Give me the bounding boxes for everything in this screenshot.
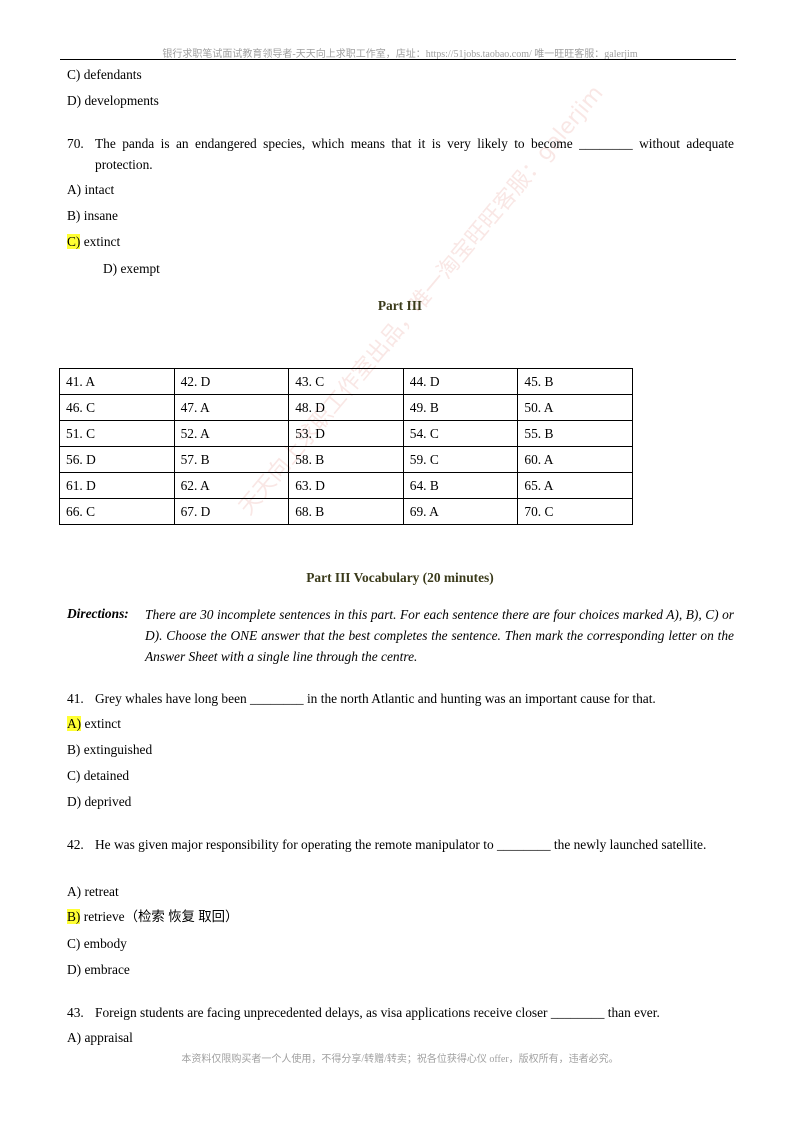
- question-70: 70. The panda is an endangered species, …: [67, 133, 734, 175]
- option-letter: A): [67, 1030, 82, 1045]
- table-cell: 46. C: [59, 394, 175, 421]
- vocabulary-section-title: Part III Vocabulary (20 minutes): [306, 570, 494, 585]
- q42-option-c: C) embody: [67, 936, 127, 952]
- table-cell: 49. B: [402, 394, 519, 421]
- question-41: 41. Grey whales have long been ________ …: [67, 688, 734, 709]
- question-text: Grey whales have long been ________ in t…: [95, 691, 656, 706]
- table-cell: 64. B: [402, 472, 519, 499]
- answer-highlight: A): [67, 716, 82, 731]
- option-letter: C): [67, 936, 81, 951]
- table-cell: 42. D: [173, 368, 290, 395]
- table-cell: 50. A: [517, 394, 633, 421]
- option-text: retrieve（检索 恢复 取回）: [80, 909, 239, 924]
- q43-option-a: A) appraisal: [67, 1030, 133, 1046]
- table-cell: 51. C: [59, 420, 175, 447]
- q70-option-b: B) insane: [67, 208, 118, 224]
- table-cell: 44. D: [402, 368, 519, 395]
- option-letter: D): [103, 261, 118, 276]
- option-text: extinct: [81, 716, 121, 731]
- option-letter: B): [67, 742, 81, 757]
- option-text: embody: [80, 936, 127, 951]
- part3-title: Part III: [377, 298, 423, 313]
- table-cell: 43. C: [288, 368, 404, 395]
- directions-label: Directions:: [67, 606, 129, 621]
- question-number: 42.: [67, 837, 84, 852]
- question-number: 70.: [67, 136, 84, 151]
- option-text: embrace: [81, 962, 130, 977]
- option-text: detained: [80, 768, 130, 783]
- question-43: 43. Foreign students are facing unpreced…: [67, 1002, 734, 1023]
- page-footer: 本资料仅限购买者一个人使用，不得分享/转赠/转卖；祝各位获得心仪 offer，版…: [181, 1054, 619, 1065]
- option-letter: A): [67, 182, 82, 197]
- table-row: 66. C 67. D 68. B 69. A 70. C: [59, 498, 633, 525]
- table-cell: 53. D: [288, 420, 404, 447]
- prev-option-c: C) defendants: [67, 67, 142, 82]
- option-letter: A): [67, 884, 82, 899]
- question-text: He was given major responsibility for op…: [95, 837, 707, 852]
- header-rule: [60, 59, 736, 60]
- table-cell: 58. B: [288, 446, 404, 473]
- q70-option-d: D) exempt: [103, 261, 160, 277]
- table-cell: 48. D: [288, 394, 404, 421]
- table-cell: 62. A: [173, 472, 290, 499]
- q41-option-a: A) extinct: [67, 716, 121, 732]
- table-row: 56. D 57. B 58. B 59. C 60. A: [59, 446, 633, 473]
- option-text: extinct: [80, 234, 121, 249]
- option-text: deprived: [81, 794, 132, 809]
- question-42: 42. He was given major responsibility fo…: [67, 834, 734, 855]
- table-cell: 60. A: [517, 446, 633, 473]
- table-cell: 57. B: [173, 446, 290, 473]
- answer-key-table: 41. A 42. D 43. C 44. D 45. B 46. C 47. …: [59, 368, 633, 525]
- answer-highlight: B): [67, 909, 81, 924]
- table-cell: 45. B: [517, 368, 633, 395]
- table-cell: 69. A: [402, 498, 519, 525]
- option-letter: D): [67, 962, 82, 977]
- table-cell: 61. D: [59, 472, 175, 499]
- q42-option-b: B) retrieve（检索 恢复 取回）: [67, 909, 238, 925]
- table-row: 61. D 62. A 63. D 64. B 65. A: [59, 472, 633, 499]
- q42-option-a: A) retreat: [67, 884, 119, 900]
- question-text: Foreign students are facing unprecedente…: [95, 1005, 660, 1020]
- table-cell: 59. C: [402, 446, 519, 473]
- table-row: 51. C 52. A 53. D 54. C 55. B: [59, 420, 633, 447]
- option-letter: B): [67, 208, 81, 223]
- q70-option-c: C) extinct: [67, 234, 120, 250]
- option-text: insane: [80, 208, 118, 223]
- table-cell: 70. C: [517, 498, 633, 525]
- table-cell: 63. D: [288, 472, 404, 499]
- table-cell: 54. C: [402, 420, 519, 447]
- q41-option-c: C) detained: [67, 768, 129, 784]
- q41-option-d: D) deprived: [67, 794, 131, 810]
- prev-option-d: D) developments: [67, 93, 159, 108]
- table-cell: 68. B: [288, 498, 404, 525]
- table-row: 46. C 47. A 48. D 49. B 50. A: [59, 394, 633, 421]
- q70-option-a: A) intact: [67, 182, 114, 198]
- answer-highlight: C): [67, 234, 81, 249]
- directions-text: There are 30 incomplete sentences in thi…: [145, 607, 734, 664]
- option-text: intact: [81, 182, 115, 197]
- table-cell: 65. A: [517, 472, 633, 499]
- q42-option-d: D) embrace: [67, 962, 130, 978]
- option-text: retreat: [81, 884, 119, 899]
- table-cell: 55. B: [517, 420, 633, 447]
- table-cell: 66. C: [59, 498, 175, 525]
- table-cell: 47. A: [173, 394, 290, 421]
- option-text: exempt: [117, 261, 160, 276]
- table-cell: 67. D: [173, 498, 290, 525]
- page-header: 银行求职笔试面试教育领导者-天天向上求职工作室，店址：https://51job…: [162, 49, 638, 60]
- option-letter: D): [67, 794, 82, 809]
- table-cell: 41. A: [59, 368, 175, 395]
- question-text: The panda is an endangered species, whic…: [95, 136, 734, 172]
- table-row: 41. A 42. D 43. C 44. D 45. B: [59, 368, 633, 395]
- table-cell: 52. A: [173, 420, 290, 447]
- q41-option-b: B) extinguished: [67, 742, 152, 758]
- option-letter: C): [67, 768, 81, 783]
- option-text: extinguished: [80, 742, 153, 757]
- option-text: appraisal: [81, 1030, 133, 1045]
- question-number: 41.: [67, 691, 84, 706]
- table-cell: 56. D: [59, 446, 175, 473]
- question-number: 43.: [67, 1005, 84, 1020]
